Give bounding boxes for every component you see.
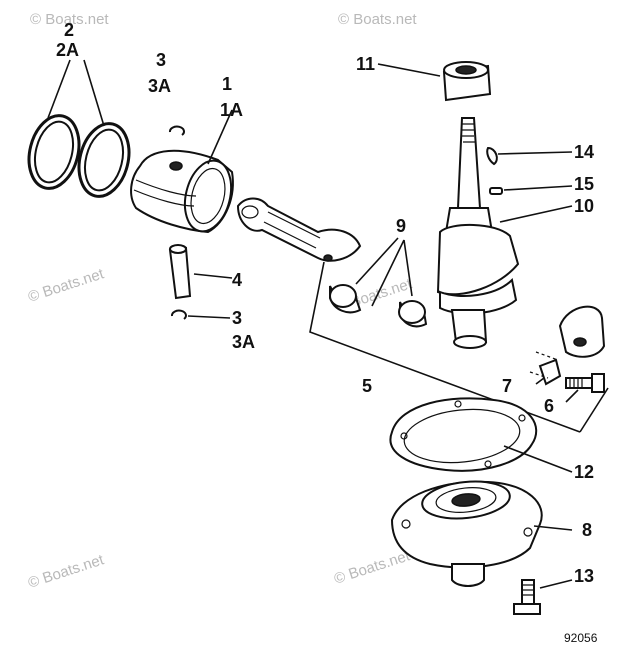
callout-labels: 2 2A 3 3A 1 1A 11 14 15 10 9 4 3 3A 5 7 … (56, 20, 594, 586)
callout-3-bottom: 3 (232, 308, 242, 328)
callout-1: 1 (222, 74, 232, 94)
callout-11: 11 (356, 54, 375, 74)
watermark-mid-left: © Boats.net (26, 265, 107, 306)
callout-13: 13 (574, 566, 594, 586)
rod-screw (565, 373, 605, 393)
piston (130, 149, 234, 234)
watermark-top-right: © Boats.net (338, 11, 417, 28)
watermarks: © Boats.net © Boats.net © Boats.net © Bo… (26, 11, 417, 592)
callout-14: 14 (574, 142, 594, 162)
callout-7: 7 (502, 376, 512, 396)
callout-9: 9 (396, 216, 406, 236)
callout-4: 4 (232, 270, 242, 290)
callout-2: 2 (64, 20, 74, 40)
callout-3-top: 3 (156, 50, 166, 70)
top-main-bearing (442, 61, 492, 102)
callout-12: 12 (574, 462, 594, 482)
lower-bearing-housing (390, 480, 543, 587)
wrist-pin-clips (169, 125, 187, 320)
callout-5: 5 (362, 376, 372, 396)
crankshaft (436, 117, 520, 349)
watermark-bottom-left: © Boats.net (26, 551, 107, 592)
bearing-halves (329, 284, 428, 328)
figure-number: 92056 (564, 631, 598, 645)
callout-3a-top: 3A (148, 76, 171, 96)
callout-6: 6 (544, 396, 554, 416)
leader-lines (47, 59, 579, 589)
woodruff-key (486, 146, 498, 166)
wrist-pin (168, 244, 192, 300)
connecting-rod (236, 197, 362, 262)
small-pin (489, 187, 503, 195)
watermark-bottom-right: © Boats.net (332, 547, 413, 588)
callout-15: 15 (574, 174, 594, 194)
housing-bolt (513, 579, 541, 615)
callout-3a-bottom: 3A (232, 332, 255, 352)
callout-1a: 1A (220, 100, 243, 120)
gasket (389, 397, 538, 472)
piston-rings (27, 114, 131, 198)
callout-10: 10 (574, 196, 594, 216)
callout-8: 8 (582, 520, 592, 540)
rod-cap (558, 305, 606, 358)
callout-2a: 2A (56, 40, 79, 60)
watermark-top-left: © Boats.net (30, 11, 109, 28)
lock-plate (538, 358, 562, 386)
